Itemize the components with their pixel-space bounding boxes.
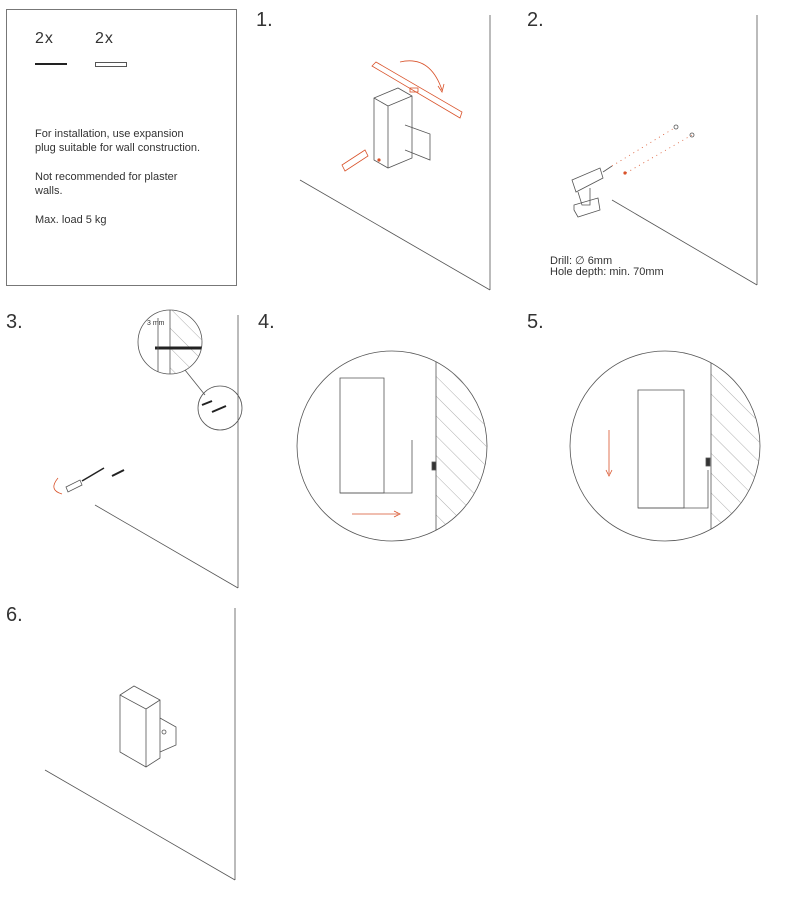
drill-size-spec: Drill: ∅ 6mm [550, 255, 613, 267]
note-line: walls. [35, 185, 63, 197]
note-line: Not recommended for plaster [35, 171, 178, 183]
note-line: plug suitable for wall construction. [35, 142, 201, 154]
detail-zoom-circle [197, 385, 243, 431]
note-line: For installation, use expansion [35, 128, 184, 140]
screw-quantity: 2x [35, 30, 54, 47]
max-load-note: Max. load 5 kg [35, 214, 107, 226]
wall-step-6 [44, 608, 236, 881]
push-down-arrow-icon [605, 430, 613, 477]
spirit-level-icon [371, 60, 463, 119]
gap-label: 3 mm [147, 320, 165, 327]
wall-step-3 [94, 315, 239, 589]
hole-depth-spec: Hole depth: min. 70mm [550, 266, 664, 278]
plug-quantity: 2x [95, 30, 114, 47]
step-1-number: 1. [256, 9, 273, 31]
step-4-number: 4. [258, 311, 275, 333]
pencil-icon [341, 149, 369, 172]
rotate-arrow-icon [53, 477, 63, 495]
parts-info-box: 2x 2x For installation, use expansion pl… [6, 9, 237, 286]
screw-icon [35, 63, 67, 65]
wall-step-2 [611, 15, 758, 286]
wall-plug-icon [95, 62, 127, 67]
push-right-arrow-icon [352, 510, 401, 518]
wall-step-1 [299, 15, 491, 291]
step-3-number: 3. [6, 311, 23, 333]
step-5-number: 5. [527, 311, 544, 333]
holder-icon [373, 87, 431, 169]
drill-icon [571, 165, 613, 218]
screw-and-plug-icon [65, 467, 125, 493]
mounted-holder-icon [119, 685, 177, 768]
step-6-number: 6. [6, 604, 23, 626]
step-2-number: 2. [527, 9, 544, 31]
